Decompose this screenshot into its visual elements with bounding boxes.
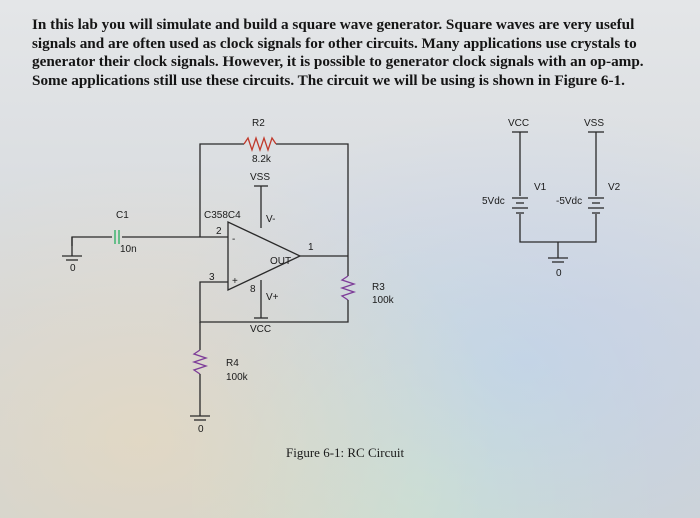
- ground-bottom-label: 0: [198, 424, 204, 435]
- opamp-pin3: 3: [209, 272, 215, 283]
- vcc-bottom-label: VCC: [250, 324, 271, 335]
- paragraph-line: Some applications still use these circui…: [32, 71, 625, 89]
- resistor-r3: [339, 275, 357, 301]
- v1-name: V1: [534, 182, 547, 193]
- supply-bottom-wire: [519, 214, 597, 243]
- paragraph-line: generator their clock signals. However, …: [32, 53, 644, 71]
- paragraph-line: signals and are often used as clock sign…: [32, 34, 637, 52]
- r2-name: R2: [252, 118, 265, 129]
- opamp-plus-sign: +: [232, 276, 238, 287]
- opamp-pin2: 2: [216, 226, 222, 237]
- resistor-r2: [243, 135, 277, 153]
- r4-value: 100k: [226, 372, 249, 383]
- r3-value: 100k: [372, 295, 395, 306]
- vcc-supply-label: VCC: [508, 118, 529, 129]
- opamp-v-minus: V-: [266, 214, 275, 225]
- vss-supply-label: VSS: [584, 118, 604, 129]
- c1-name: C1: [116, 210, 129, 221]
- v2-value: -5Vdc: [556, 196, 582, 207]
- paragraph-line: In this lab you will simulate and build …: [32, 16, 635, 33]
- vss-opamp-label: VSS: [250, 172, 270, 183]
- opamp-out-label: OUT: [270, 256, 291, 267]
- v1-value: 5Vdc: [482, 196, 505, 207]
- wire-c1-left: [71, 236, 112, 246]
- opamp-name: C358C4: [204, 210, 241, 221]
- wire-r2-left: [199, 143, 244, 228]
- intro-paragraph: In this lab you will simulate and build …: [32, 16, 672, 90]
- resistor-r4: [191, 349, 209, 375]
- opamp-v-plus: V+: [266, 292, 279, 303]
- r3-name: R3: [372, 282, 385, 293]
- opamp-pin8: 8: [250, 284, 256, 295]
- figure-caption: Figure 6-1: RC Circuit: [286, 445, 405, 460]
- opamp-triangle: [227, 220, 302, 292]
- opamp-pin1: 1: [308, 242, 314, 253]
- opamp-minus-sign: -: [232, 234, 235, 245]
- ground-left-label: 0: [70, 263, 76, 274]
- r4-name: R4: [226, 358, 239, 369]
- v2-name: V2: [608, 182, 621, 193]
- r2-value: 8.2k: [252, 154, 272, 165]
- c1-value: 10n: [120, 244, 137, 255]
- ground-right-label: 0: [556, 268, 562, 279]
- wire-r2-right: [276, 143, 349, 276]
